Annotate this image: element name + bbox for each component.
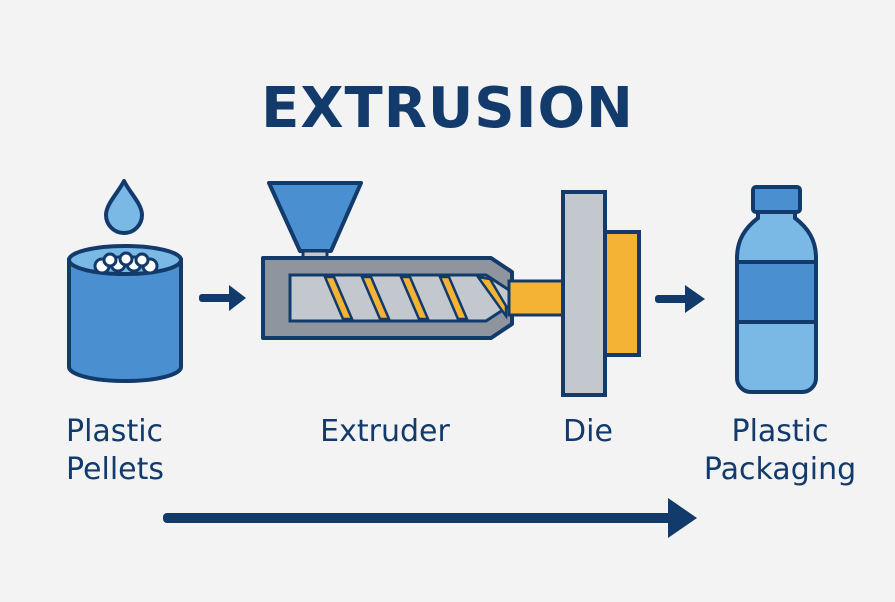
process-flow-arrow-icon [163,498,697,538]
die-icon [561,190,641,397]
label-line: Pellets [66,452,164,487]
droplet-icon [104,179,144,235]
arrow-icon [655,285,705,313]
pellet-container-icon [67,244,183,383]
screw-flights-icon [323,275,508,321]
diagram-title: EXTRUSION [261,76,634,141]
label-extruder: Extruder [320,414,450,449]
pellets-icon [93,251,159,275]
hopper-icon [267,181,363,253]
bottle-icon [735,185,818,394]
label-plastic-packaging: Plastic Packaging [690,413,870,489]
label-line: Plastic [66,414,164,449]
label-line: Packaging [703,452,857,487]
label-line: Plastic [731,414,829,449]
melt-flow-icon [507,279,567,317]
extruder-barrel-icon [261,256,514,340]
label-die: Die [563,414,613,449]
label-plastic-pellets: Plastic Pellets [66,413,164,489]
arrow-icon [199,285,246,311]
